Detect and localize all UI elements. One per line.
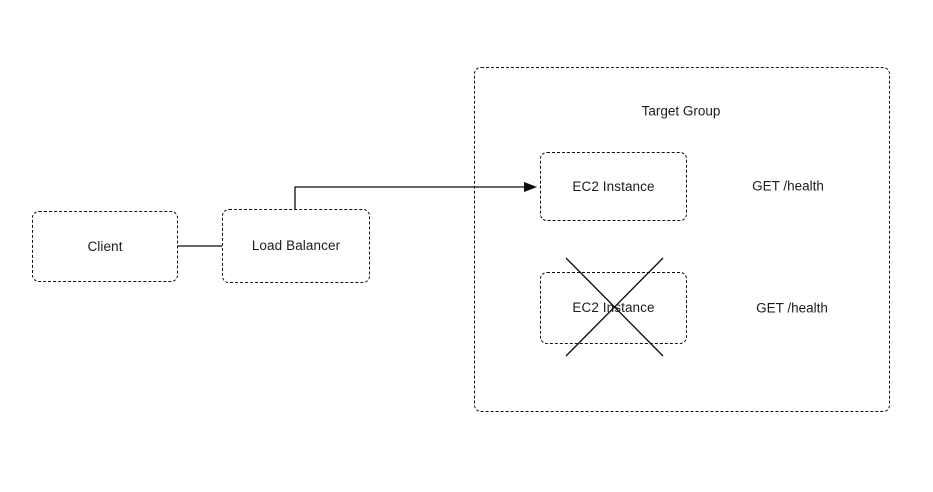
node-ec2-instance-healthy[interactable]: EC2 Instance (540, 152, 687, 221)
node-load-balancer-label: Load Balancer (251, 238, 341, 254)
health-check-label-2: GET /health (756, 300, 828, 316)
node-ec2-instance-failed-label: EC2 Instance (572, 300, 655, 316)
node-client[interactable]: Client (32, 211, 178, 282)
target-group-title: Target Group (641, 103, 721, 119)
node-load-balancer[interactable]: Load Balancer (222, 209, 370, 283)
target-group-container[interactable] (474, 67, 890, 412)
health-check-label-1: GET /health (752, 178, 824, 194)
node-client-label: Client (87, 238, 123, 254)
node-ec2-instance-healthy-label: EC2 Instance (572, 178, 655, 194)
node-ec2-instance-failed[interactable]: EC2 Instance (540, 272, 687, 344)
